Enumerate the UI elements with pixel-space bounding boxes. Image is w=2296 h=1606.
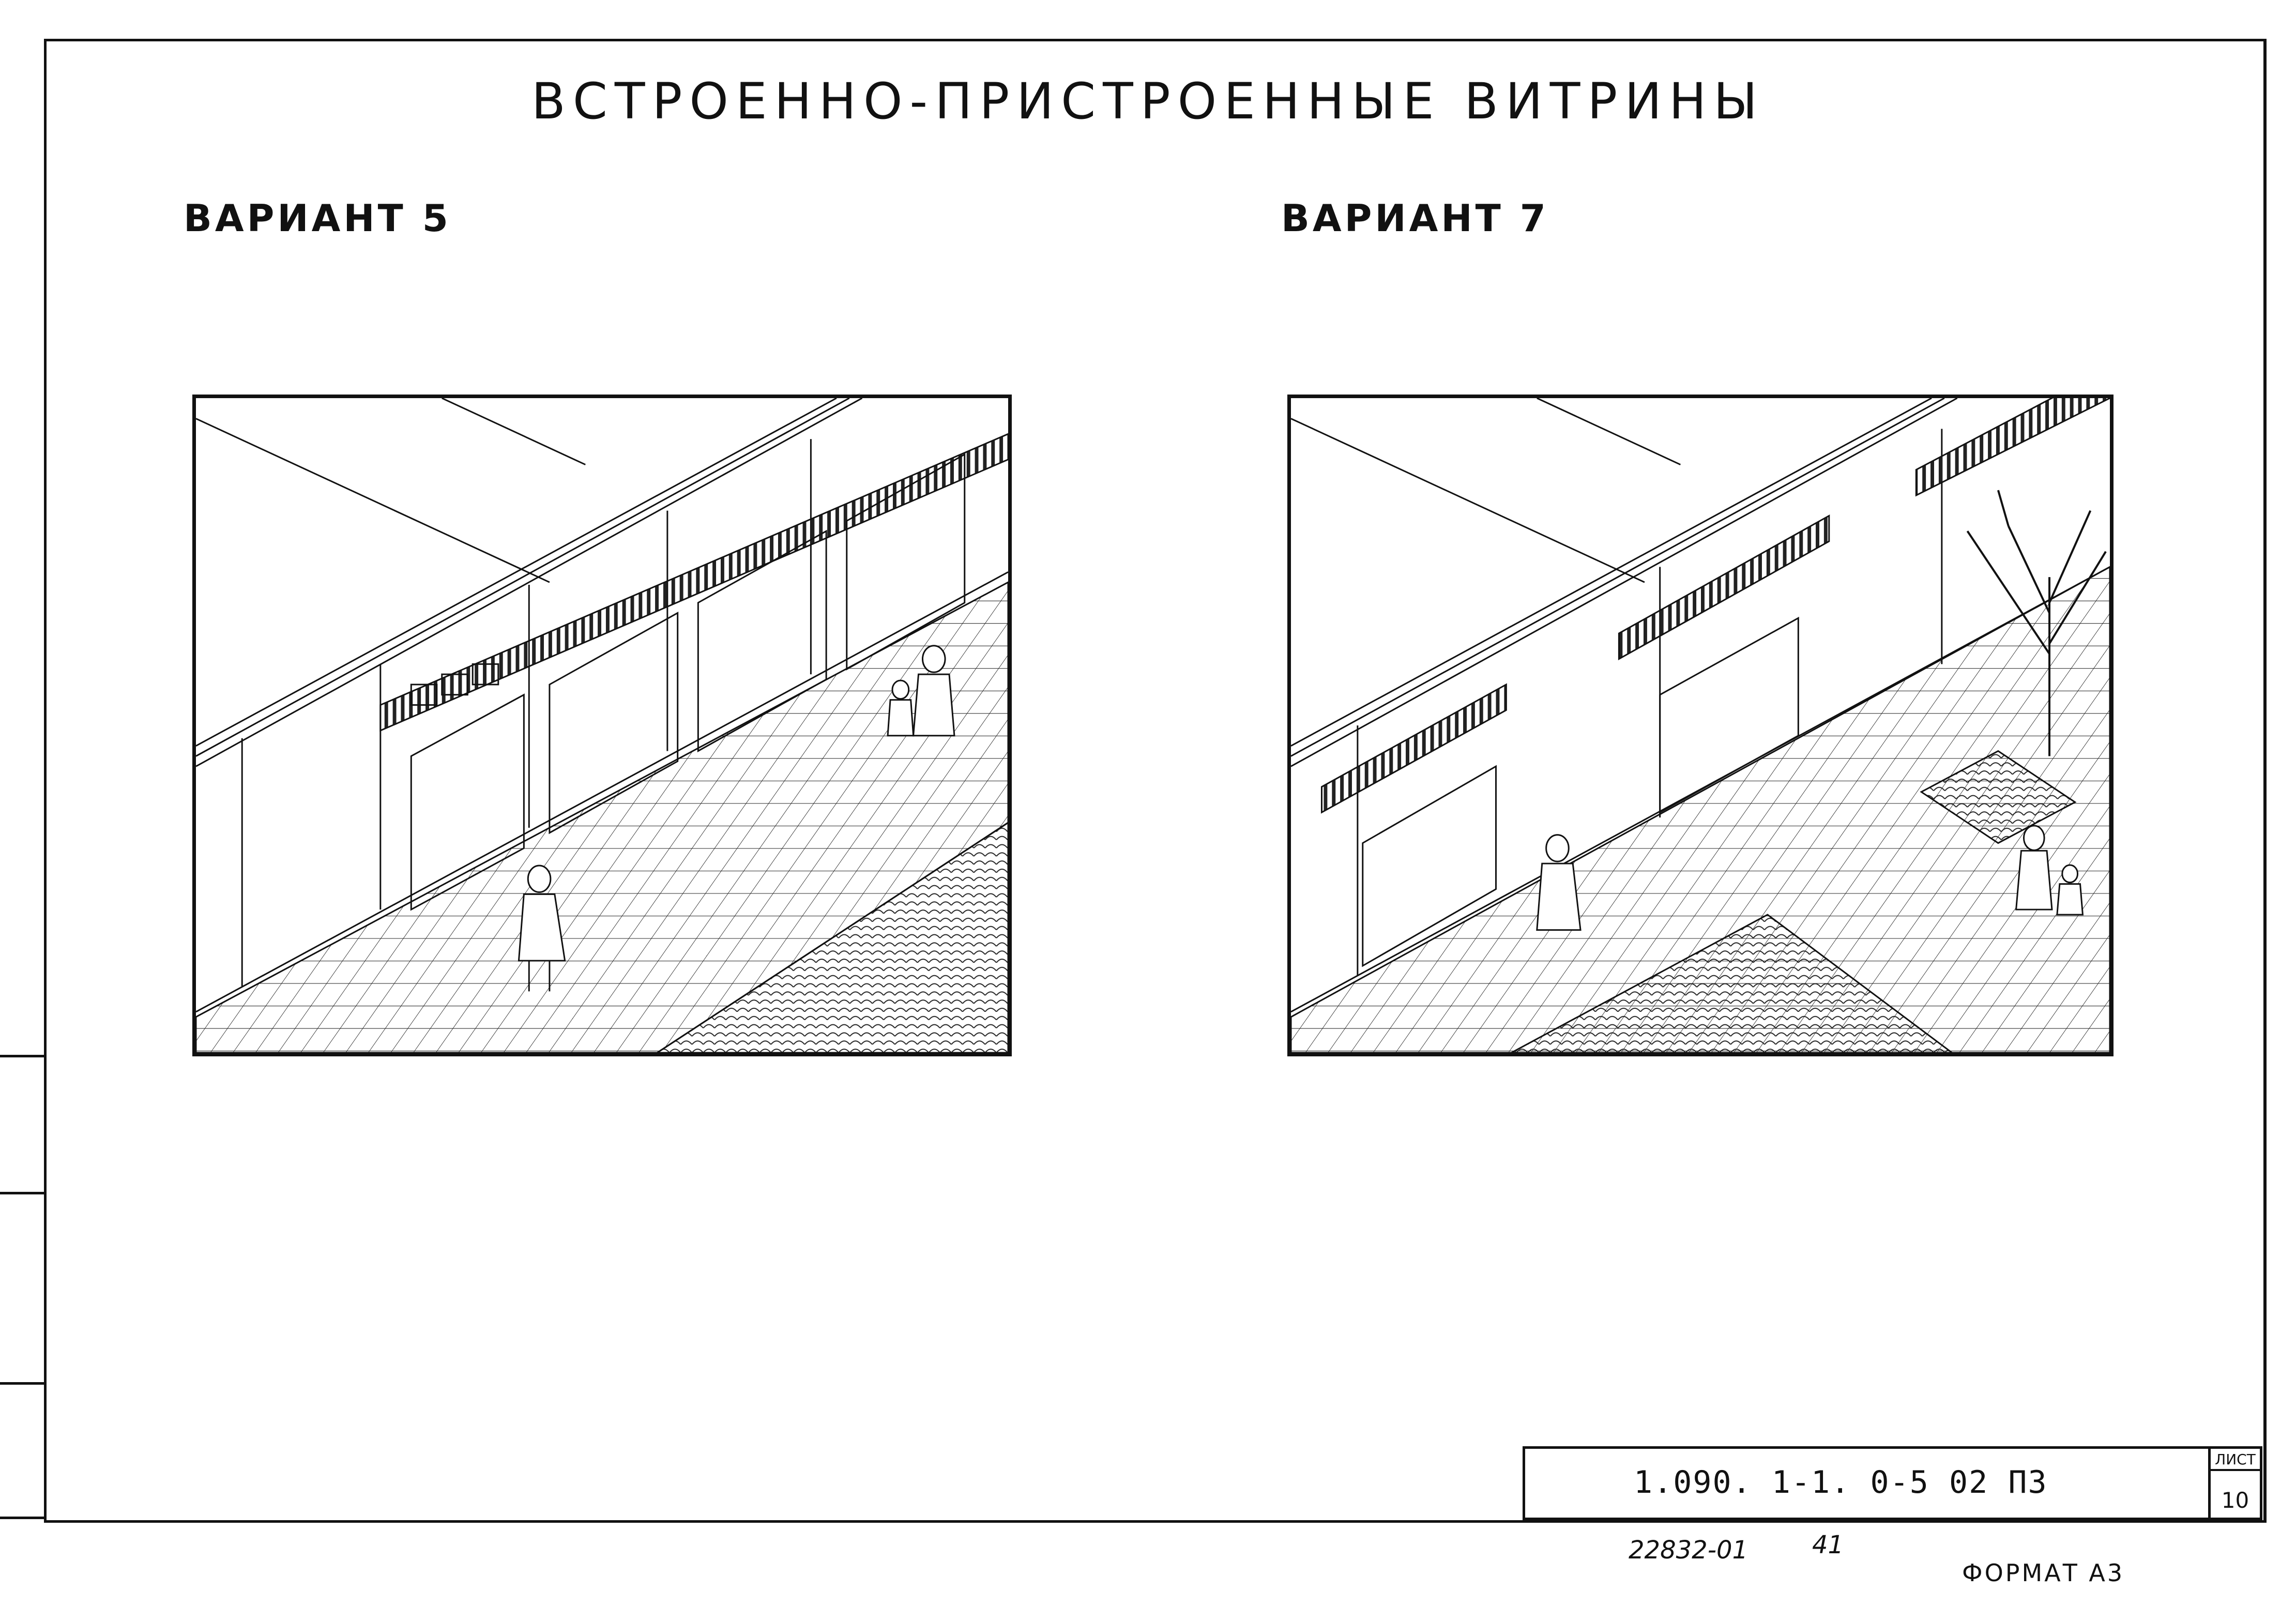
title-block: 1.090. 1-1. 0-5 02 ПЗ ЛИСТ 10: [1523, 1446, 2262, 1520]
variant-5-label: ВАРИАНТ 5: [184, 196, 451, 240]
variant-7-illustration: [1287, 395, 2113, 1056]
paper-format: ФОРМАТ А3: [1962, 1559, 2125, 1587]
margin-tick: [0, 1517, 44, 1519]
inventory-number: 22832-01: [1629, 1536, 1748, 1565]
variant-5-illustration: [192, 395, 1012, 1056]
inventory-page: 41: [1812, 1531, 1844, 1559]
margin-tick: [0, 1055, 44, 1057]
variant-5-drawing: [196, 398, 1008, 1053]
sheet-number: 10: [2221, 1488, 2249, 1513]
margin-tick: [0, 1382, 44, 1385]
document-code: 1.090. 1-1. 0-5 02 ПЗ: [1634, 1464, 2048, 1501]
drawing-title: ВСТРОЕННО-ПРИСТРОЕННЫЕ ВИТРИНЫ: [531, 72, 1765, 130]
drawing-frame: [44, 39, 2267, 1523]
margin-tick: [0, 1192, 44, 1194]
sheet-label: ЛИСТ: [2211, 1451, 2260, 1471]
sheet-cell: ЛИСТ 10: [2208, 1449, 2260, 1518]
variant-7-label: ВАРИАНТ 7: [1281, 196, 1549, 240]
variant-7-drawing: [1291, 398, 2110, 1053]
